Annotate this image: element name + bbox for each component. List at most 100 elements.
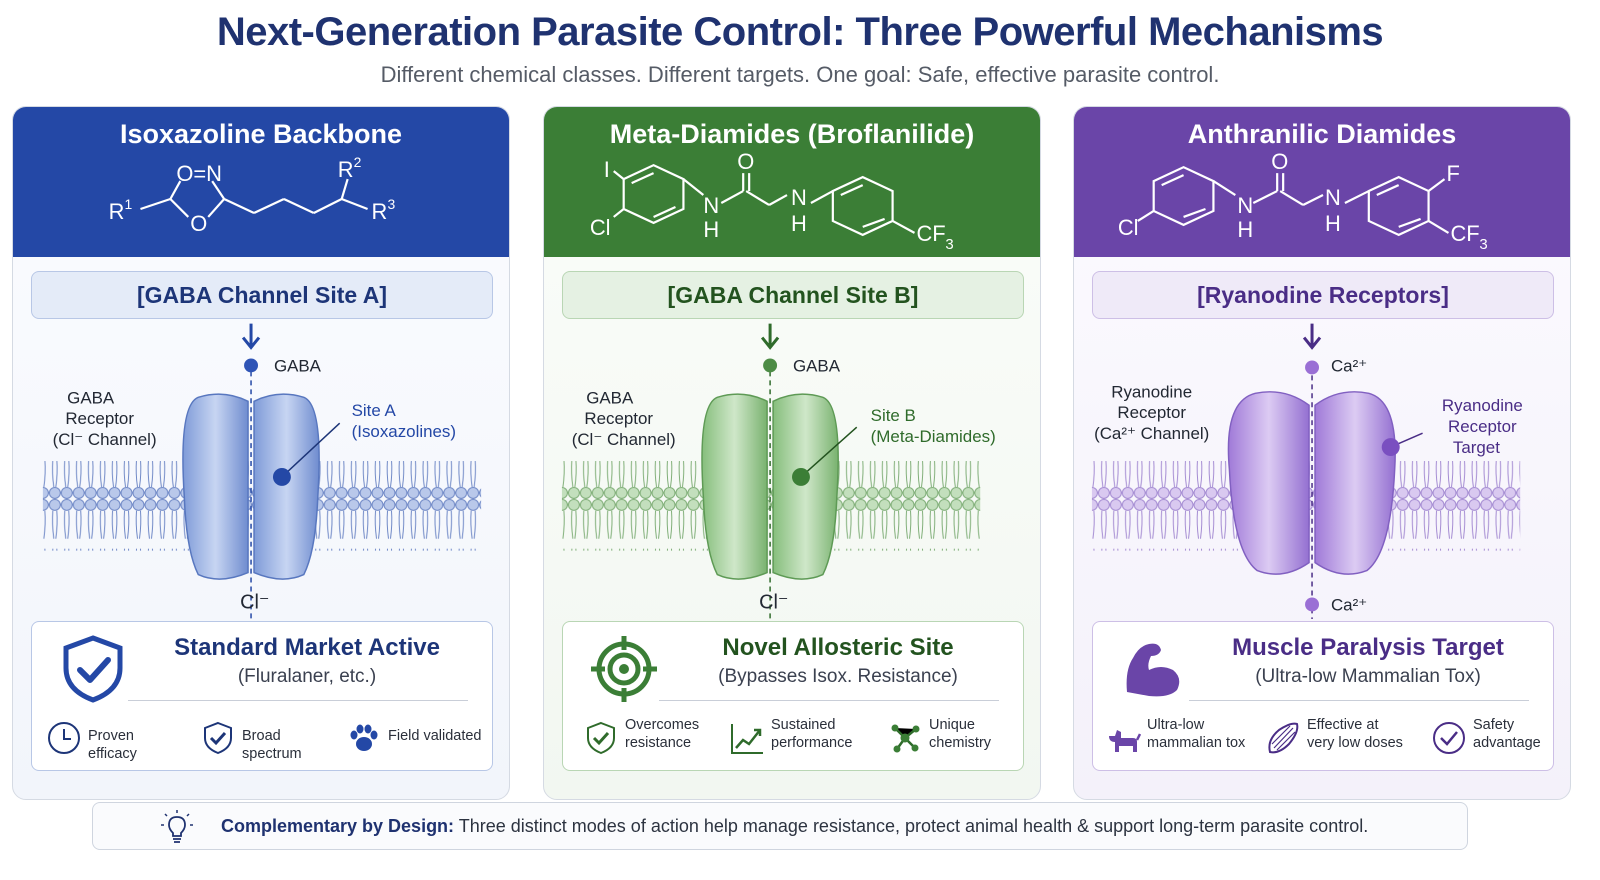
- benefit-subtitle: (Bypasses Isox. Resistance): [718, 666, 958, 687]
- ryanodine-receptor-diagram: Ca²⁺ Ryanodine Receptor (Ca²⁺ Channel) R…: [1091, 323, 1523, 619]
- page-subtitle: Different chemical classes. Different ta…: [380, 62, 1220, 87]
- feature-ultra-low-tox: Ultra-low mammalian tox: [1105, 716, 1255, 760]
- page-title: Next-Generation Parasite Control: Three …: [216, 10, 1384, 54]
- r2-sup: 2: [354, 154, 362, 170]
- benefit-title: Novel Allosteric Site: [722, 634, 954, 661]
- benefit-title: Standard Market Active: [174, 634, 440, 661]
- panel-title: Anthranilic Diamides: [1187, 119, 1457, 149]
- receptor-line-2: Receptor: [65, 409, 134, 428]
- site-line-2: Receptor: [1448, 417, 1517, 436]
- channel-left-subunit: [182, 393, 249, 580]
- anthranilic-diamide-structure: Cl O N H N H F CF 3: [1118, 151, 1488, 253]
- muscle-fiber-icon: [1268, 722, 1299, 754]
- nh2-h-label: H: [791, 211, 807, 236]
- feature-line-1: Safety: [1473, 717, 1515, 733]
- ligand-label: Ca²⁺: [1331, 356, 1367, 375]
- feature-label: Broad spectrum: [242, 728, 302, 762]
- clock-icon: [48, 722, 80, 754]
- feature-line-2: resistance: [625, 735, 692, 751]
- cf3-label: CF: [916, 221, 945, 246]
- panel-title: Meta-Diamides (Broflanilide): [609, 119, 975, 149]
- down-arrow-icon: [1302, 323, 1322, 350]
- chloro-label: Cl: [590, 215, 611, 240]
- channel-left-subunit: [1227, 391, 1310, 575]
- target-site-label: [GABA Channel Site B]: [562, 271, 1024, 319]
- ring-top-label: O=N: [176, 161, 222, 186]
- site-line-3: Target: [1453, 438, 1500, 457]
- feature-low-dose: Effective at very low doses: [1265, 716, 1415, 760]
- lightbulb-icon: [161, 810, 193, 843]
- calcium-ion-out: [1305, 597, 1320, 612]
- carbonyl-o-label: O: [1271, 151, 1288, 174]
- ion-out-label: Cl⁻: [759, 591, 788, 613]
- feature-label: Overcomes resistance: [625, 716, 699, 752]
- panel-title: Isoxazoline Backbone: [119, 119, 403, 149]
- nh2-n-label: N: [791, 185, 807, 210]
- receptor-line-1: Ryanodine: [1111, 382, 1192, 401]
- panel-isoxazoline: Isoxazoline Backbone O=N O R 1 R 2 R: [12, 106, 510, 800]
- panel-meta-diamides: Meta-Diamides (Broflanilide) I: [543, 106, 1041, 800]
- feature-field-validated: Field validated: [346, 716, 486, 760]
- paw-icon: [350, 724, 378, 751]
- feature-line-1: Unique: [929, 717, 975, 733]
- cf3-label: CF: [1450, 221, 1479, 246]
- benefit-title: Muscle Paralysis Target: [1232, 634, 1504, 661]
- ion-out-label: Cl⁻: [240, 591, 269, 613]
- target-site-label: [Ryanodine Receptors]: [1092, 271, 1554, 319]
- chloro-label: Cl: [1118, 215, 1139, 240]
- benefit-box: Standard Market Active (Fluralaner, etc.…: [31, 621, 493, 771]
- calcium-ion: [1305, 360, 1320, 375]
- divider: [128, 700, 468, 701]
- panel-anthranilic-diamides: Anthranilic Diamides Cl O: [1073, 106, 1571, 800]
- lipid-membrane: [561, 461, 981, 551]
- receptor-line-3: (Cl⁻ Channel): [572, 430, 676, 449]
- target-site-label: [GABA Channel Site A]: [31, 271, 493, 319]
- site-sub-label: (Meta-Diamides): [871, 427, 996, 446]
- feature-line-1: Overcomes: [625, 717, 700, 733]
- divider: [659, 700, 999, 701]
- binding-site-marker: [1381, 438, 1400, 457]
- benefit-box: Novel Allosteric Site (Bypasses Isox. Re…: [562, 621, 1024, 771]
- ligand-label: GABA: [793, 356, 841, 375]
- isoxazoline-structure: O=N O R 1 R 2 R 3: [109, 154, 396, 236]
- feature-broad-spectrum: Broad spectrum: [200, 716, 340, 762]
- r2-label: R: [338, 157, 354, 182]
- carbonyl-o-label: O: [737, 151, 754, 174]
- feature-label: Proven efficacy: [88, 728, 137, 762]
- feature-proven-efficacy: Proven efficacy: [46, 716, 186, 762]
- feature-label: Unique chemistry: [929, 716, 991, 752]
- footer-banner: Complementary by Design: Three distinct …: [92, 802, 1468, 850]
- cf3-sub: 3: [1479, 236, 1487, 253]
- receptor-line-1: GABA: [67, 388, 115, 407]
- r3-sup: 3: [387, 196, 395, 212]
- ion-out-label: Ca²⁺: [1331, 595, 1367, 614]
- footer-strong: Complementary by Design:: [221, 816, 455, 836]
- feature-sustained-performance: Sustained performance: [729, 716, 869, 760]
- gaba-receptor-diagram: GABA GABA Receptor (Cl⁻ Channel) Site B …: [561, 323, 996, 619]
- r3-label: R: [372, 199, 388, 224]
- site-leader-line: [800, 426, 858, 478]
- feature-line-2: advantage: [1473, 735, 1541, 751]
- iodo-label: I: [604, 157, 610, 182]
- binding-site-marker: [792, 468, 810, 486]
- footer-text: Complementary by Design: Three distinct …: [221, 816, 1368, 837]
- feature-line-1: Effective at: [1307, 717, 1379, 733]
- feature-line-2: performance: [771, 735, 853, 751]
- divider: [1189, 700, 1529, 701]
- feature-label: Effective at very low doses: [1307, 716, 1403, 752]
- nh1-n-label: N: [1237, 193, 1253, 218]
- trend-chart-icon: [731, 724, 763, 754]
- benefit-subtitle: (Fluralaner, etc.): [237, 666, 377, 687]
- dog-icon: [1109, 730, 1141, 752]
- site-line-1: Ryanodine: [1442, 396, 1523, 415]
- panel-header: Meta-Diamides (Broflanilide) I: [544, 107, 1040, 257]
- nh2-n-label: N: [1325, 185, 1341, 210]
- feature-safety-advantage: Safety advantage: [1431, 716, 1551, 760]
- channel-right-subunit: [772, 393, 839, 580]
- feature-line-2: very low doses: [1307, 735, 1403, 751]
- ring-bottom-label: O: [190, 211, 207, 236]
- receptor-line-3: (Cl⁻ Channel): [53, 430, 157, 449]
- fluoro-label: F: [1446, 161, 1459, 186]
- down-arrow-icon: [760, 323, 780, 350]
- feature-unique-chemistry: Unique chemistry: [887, 716, 1017, 760]
